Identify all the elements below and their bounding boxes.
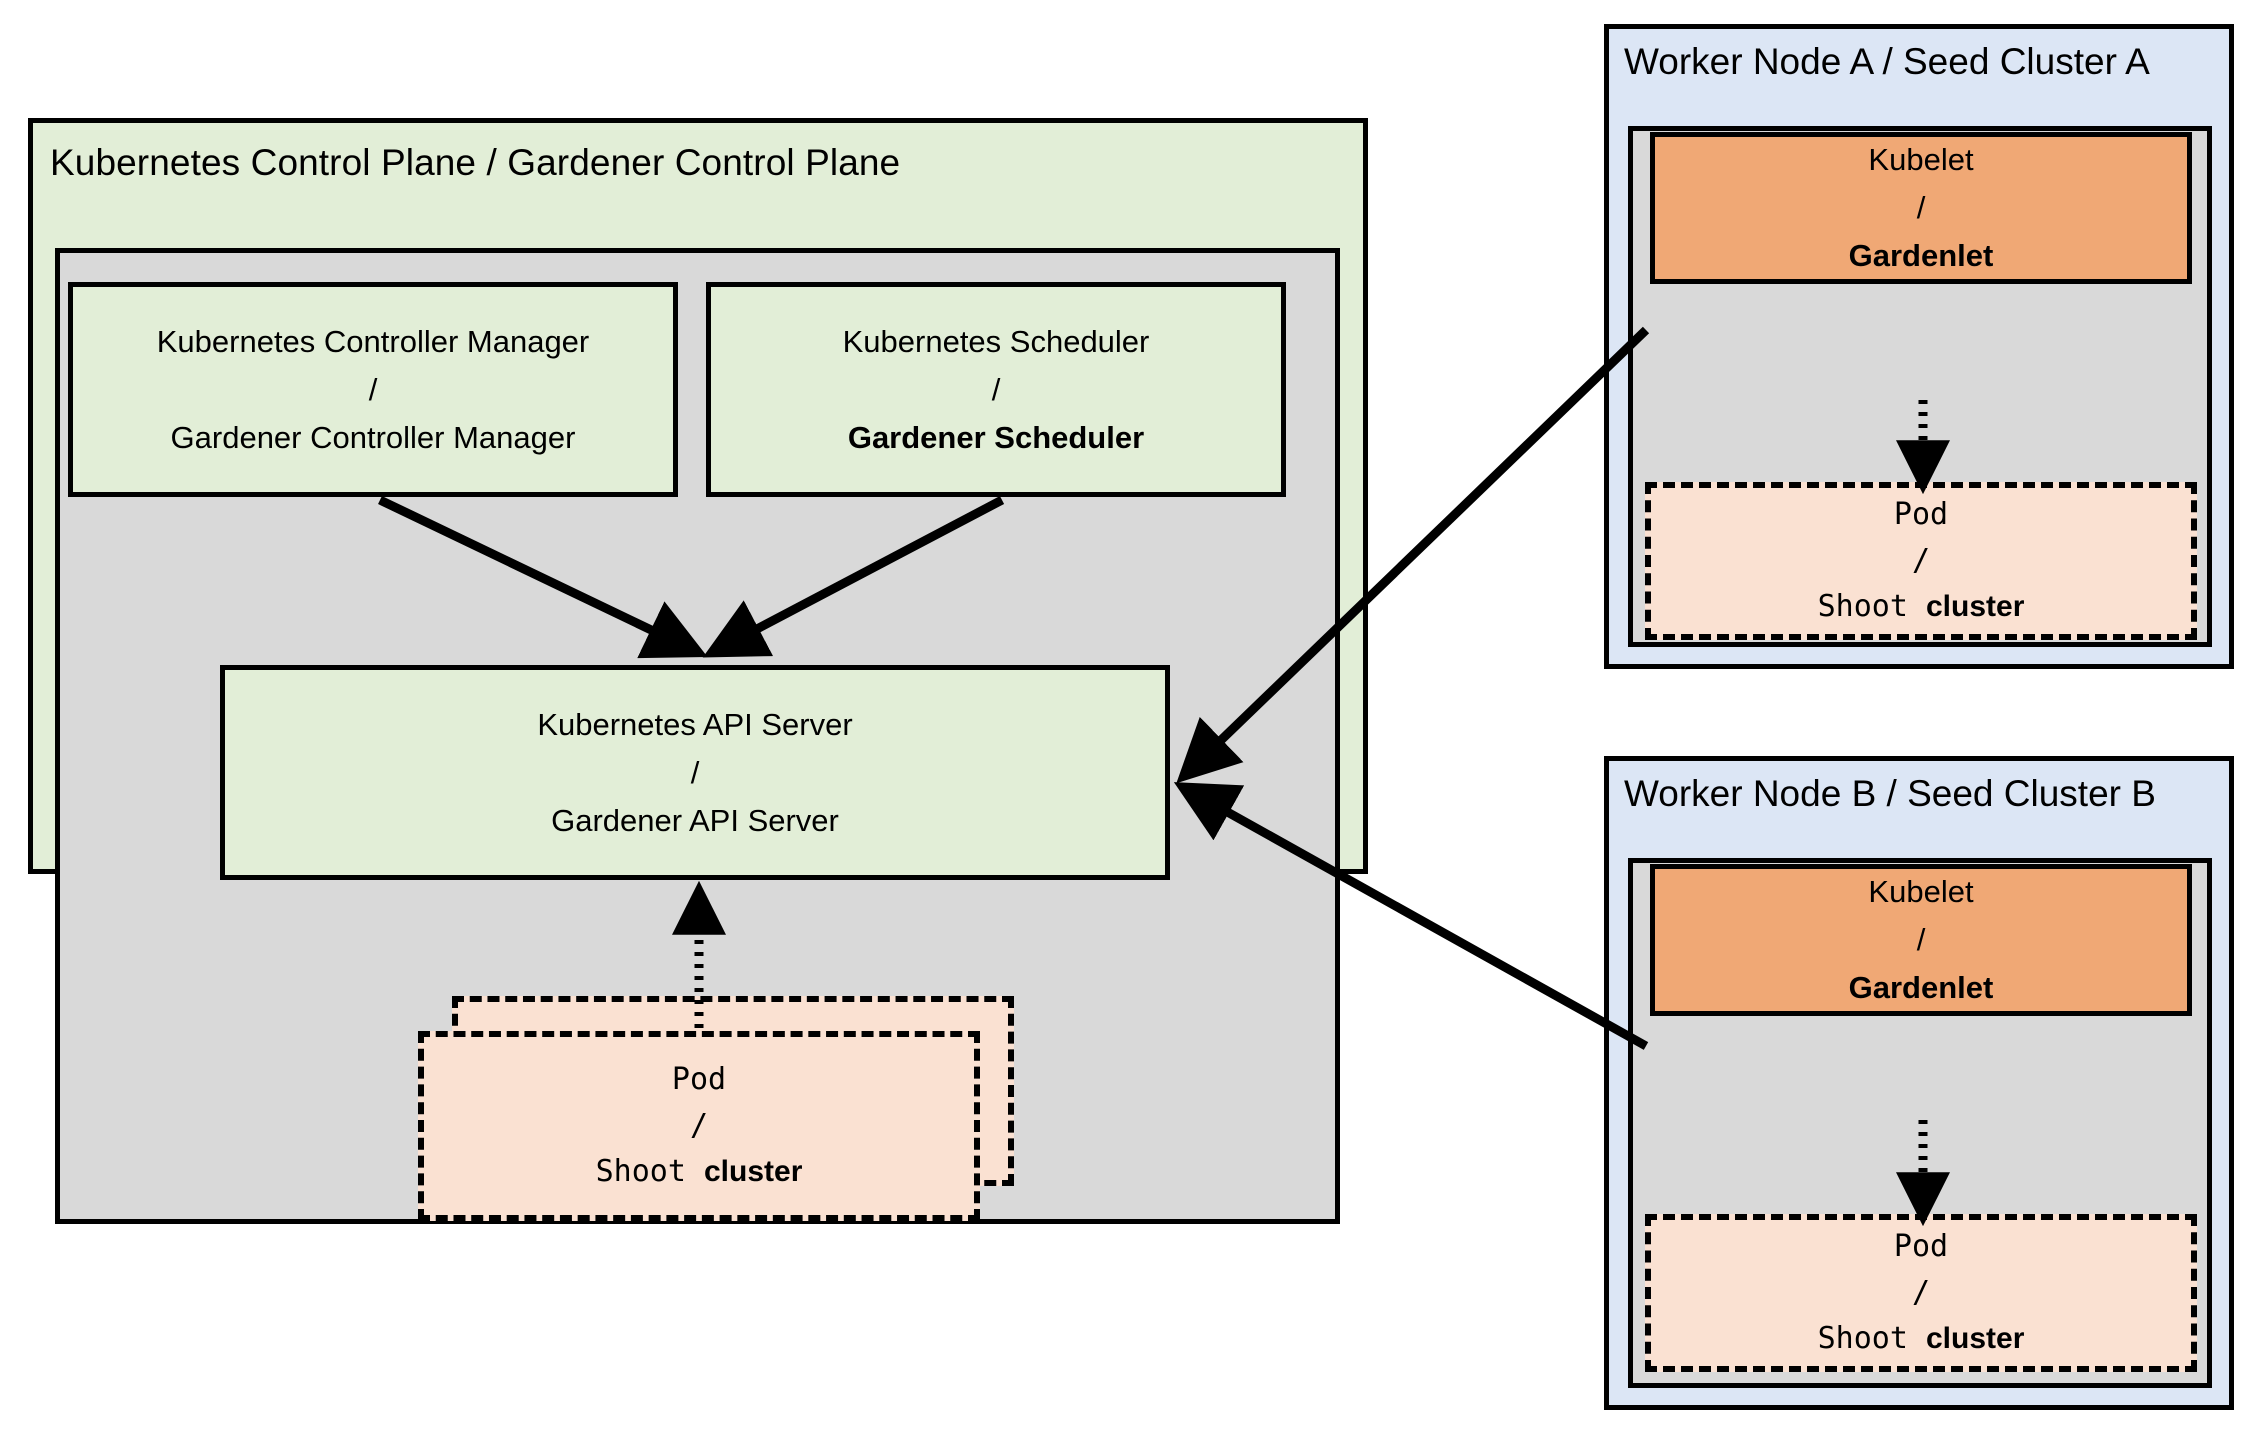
pod-a-line1: Pod xyxy=(1893,497,1949,532)
controller-manager-separator: / xyxy=(368,371,378,407)
api-server-line1: Kubernetes API Server xyxy=(537,706,853,742)
api-server-separator: / xyxy=(690,754,700,790)
pod-b-line2: Shoot cluster xyxy=(1818,1316,2025,1362)
pod-b-line2-prefix: Shoot xyxy=(1817,1321,1926,1356)
scheduler-line1: Kubernetes Scheduler xyxy=(842,323,1150,359)
control-plane-title: Kubernetes Control Plane / Gardener Cont… xyxy=(50,142,901,183)
controller-manager-line1: Kubernetes Controller Manager xyxy=(156,323,590,359)
control-plane-pod-line1: Pod xyxy=(671,1062,727,1097)
api-server-label: Kubernetes API Server / Gardener API Ser… xyxy=(220,665,1170,880)
scheduler-separator: / xyxy=(991,371,1001,407)
pod-a-line2-bold: cluster xyxy=(1925,590,2025,623)
kubelet-gardenlet-b-box[interactable] xyxy=(1650,864,2192,1016)
kubelet-b-line1: Kubelet xyxy=(1868,874,1974,909)
control-plane-pod-box[interactable] xyxy=(418,1031,980,1221)
kubernetes-api-server-box[interactable] xyxy=(220,665,1170,880)
control-plane-pod-line2-bold: cluster xyxy=(703,1155,803,1188)
control-plane-pod-label: Pod / Shoot cluster xyxy=(418,1031,980,1221)
pod-b-line1: Pod xyxy=(1893,1229,1949,1264)
kubernetes-controller-manager-box[interactable] xyxy=(68,282,678,497)
worker-node-a-title: Worker Node A / Seed Cluster A xyxy=(1624,41,2150,82)
worker-node-b-pod-label: Pod / Shoot cluster xyxy=(1645,1214,2197,1372)
control-plane-pod-line2-prefix: Shoot xyxy=(595,1154,704,1189)
control-plane-pod-line2: Shoot cluster xyxy=(596,1149,803,1195)
controller-manager-line2: Gardener Controller Manager xyxy=(170,419,576,455)
kubelet-gardenlet-a-box[interactable] xyxy=(1650,132,2192,284)
pod-b-separator: / xyxy=(1911,1275,1931,1310)
worker-node-b-title: Worker Node B / Seed Cluster B xyxy=(1624,773,2156,814)
pod-a-line2-prefix: Shoot xyxy=(1817,589,1926,624)
control-plane-pod-separator: / xyxy=(689,1108,709,1143)
kubelet-a-separator: / xyxy=(1916,190,1926,225)
scheduler-label: Kubernetes Scheduler / Gardener Schedule… xyxy=(706,282,1286,497)
gardenlet-a-line2: Gardenlet xyxy=(1848,238,1994,273)
controller-manager-label: Kubernetes Controller Manager / Gardener… xyxy=(68,282,678,497)
scheduler-line2: Gardener Scheduler xyxy=(847,419,1145,455)
kubelet-a-line1: Kubelet xyxy=(1868,142,1974,177)
kubelet-gardenlet-a-label: Kubelet / Gardenlet xyxy=(1650,132,2192,284)
pod-a-separator: / xyxy=(1911,543,1931,578)
gardenlet-b-line2: Gardenlet xyxy=(1848,970,1994,1005)
worker-node-a-pod-box[interactable] xyxy=(1645,482,2197,640)
pod-a-line2: Shoot cluster xyxy=(1818,584,2025,630)
kubelet-gardenlet-b-label: Kubelet / Gardenlet xyxy=(1650,864,2192,1016)
worker-node-a-pod-label: Pod / Shoot cluster xyxy=(1645,482,2197,640)
api-server-line2: Gardener API Server xyxy=(551,802,839,838)
pod-b-line2-bold: cluster xyxy=(1925,1322,2025,1355)
kubelet-b-separator: / xyxy=(1916,922,1926,957)
